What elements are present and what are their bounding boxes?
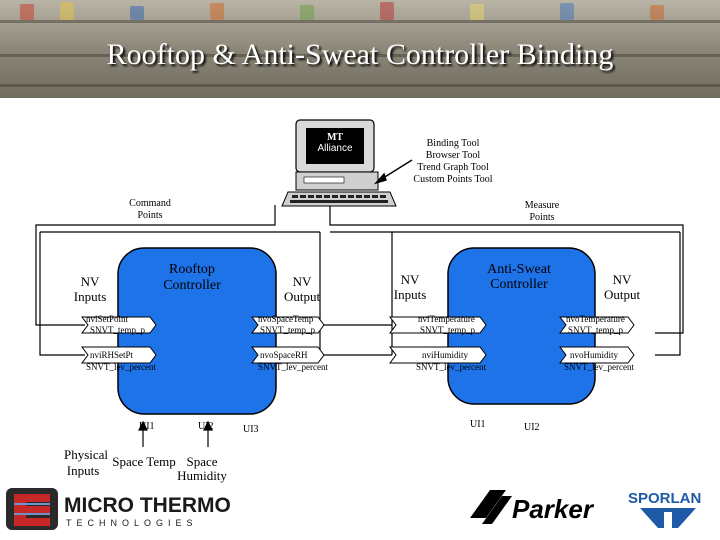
measure-points-label: Measure Points [524,200,560,223]
rooftop-input-1-name: nviSetPoint [86,314,129,324]
antisweat-title-line1: Anti-Sweat [487,262,551,277]
rooftop-nv-inputs-line2: Inputs [73,289,107,304]
rooftop-output-2-name: nvoSpaceRH [260,350,308,360]
rooftop-output-arrow-1 [251,316,325,334]
physical-inputs-line2: Inputs [66,463,100,478]
antisweat-nv-inputs-line1: NV [400,272,420,287]
antisweat-input-2-name: nviHumidity [422,350,469,360]
computer-brand-line2: Alliance [317,143,353,154]
header-banner: Rooftop & Anti-Sweat Controller Binding [0,0,720,98]
sporlan-logo-text: SPORLAN [628,490,702,507]
antisweat-nv-output-line2: Output [603,287,641,302]
antisweat-nv-output-line1: NV [612,272,632,287]
antisweat-ui1-label: UI1 [470,419,486,430]
computer-brand-line1: MT [326,132,344,143]
rooftop-input-1-type: SNVT_temp_p [90,325,145,335]
space-humidity-line2: Humidity [177,468,227,483]
rooftop-output-arrow-2 [251,346,325,364]
antisweat-input-1-name: nviTemperature [418,314,475,324]
parker-logo-text: Parker [512,494,593,524]
tools-list: Binding Tool Browser Tool Trend Graph To… [400,138,506,186]
rooftop-nv-inputs-line1: NV [80,274,100,289]
antisweat-output-arrow-2 [559,346,635,364]
page-title: Rooftop & Anti-Sweat Controller Binding [106,38,614,71]
rooftop-title-line2: Controller [163,278,221,293]
space-temp-label: Space Temp [112,454,176,469]
space-humidity-line1: Space [186,454,218,469]
rooftop-output-2-type: SNVT_lev_percent [258,362,328,372]
antisweat-output-1-name: nvoTemperature [566,314,625,324]
tool-item: Binding Tool [426,138,480,149]
computer-icon [281,119,397,207]
rooftop-ui2-label: UI2 [198,421,214,432]
rooftop-input-arrow-2 [81,346,157,364]
rooftop-ui3-label: UI3 [243,424,259,435]
parker-emblem-icon [462,486,610,530]
antisweat-output-2-name: nvoHumidity [570,350,619,360]
rooftop-input-2-name: nviRHSetPt [90,350,134,360]
antisweat-input-arrow-2 [389,346,487,364]
tool-item: Browser Tool [425,150,481,161]
rooftop-output-1-name: nvoSpaceTemp [258,314,314,324]
rooftop-nv-output-line1: NV [292,274,312,289]
physical-input-arrows [138,420,213,447]
rooftop-title-line1: Rooftop [169,262,215,277]
rooftop-ui1-label: UI1 [139,421,155,432]
antisweat-output-2-type: SNVT_lev_percent [564,362,634,372]
microthermo-emblem-icon [6,488,58,530]
antisweat-title-line2: Controller [490,277,548,292]
command-points-label: Command Points [129,198,171,221]
antisweat-input-arrow-1 [389,316,487,334]
antisweat-output-arrow-1 [559,316,635,334]
antisweat-nv-inputs-line2: Inputs [393,287,427,302]
tool-item: Custom Points Tool [413,174,493,185]
tool-item: Trend Graph Tool [417,162,489,173]
rooftop-input-arrow-1 [81,316,157,334]
rooftop-nv-output-line2: Output [283,289,321,304]
antisweat-input-1-type: SNVT_temp_p [420,325,475,335]
physical-inputs-line1: Physical [63,447,109,462]
rooftop-output-1-type: SNVT_temp_p [260,325,315,335]
rooftop-input-2-type: SNVT_lev_percent [86,362,156,372]
antisweat-output-1-type: SNVT_temp_p [568,325,623,335]
network-lines [35,205,684,356]
antisweat-ui2-label: UI2 [524,422,540,433]
antisweat-input-2-type: SNVT_lev_percent [416,362,486,372]
sporlan-emblem-icon [640,508,696,528]
microthermo-logo-subtext: TECHNOLOGIES [66,518,198,528]
tool-pointer-arrow [373,159,413,185]
microthermo-logo-text: MICRO THERMO [64,494,231,517]
